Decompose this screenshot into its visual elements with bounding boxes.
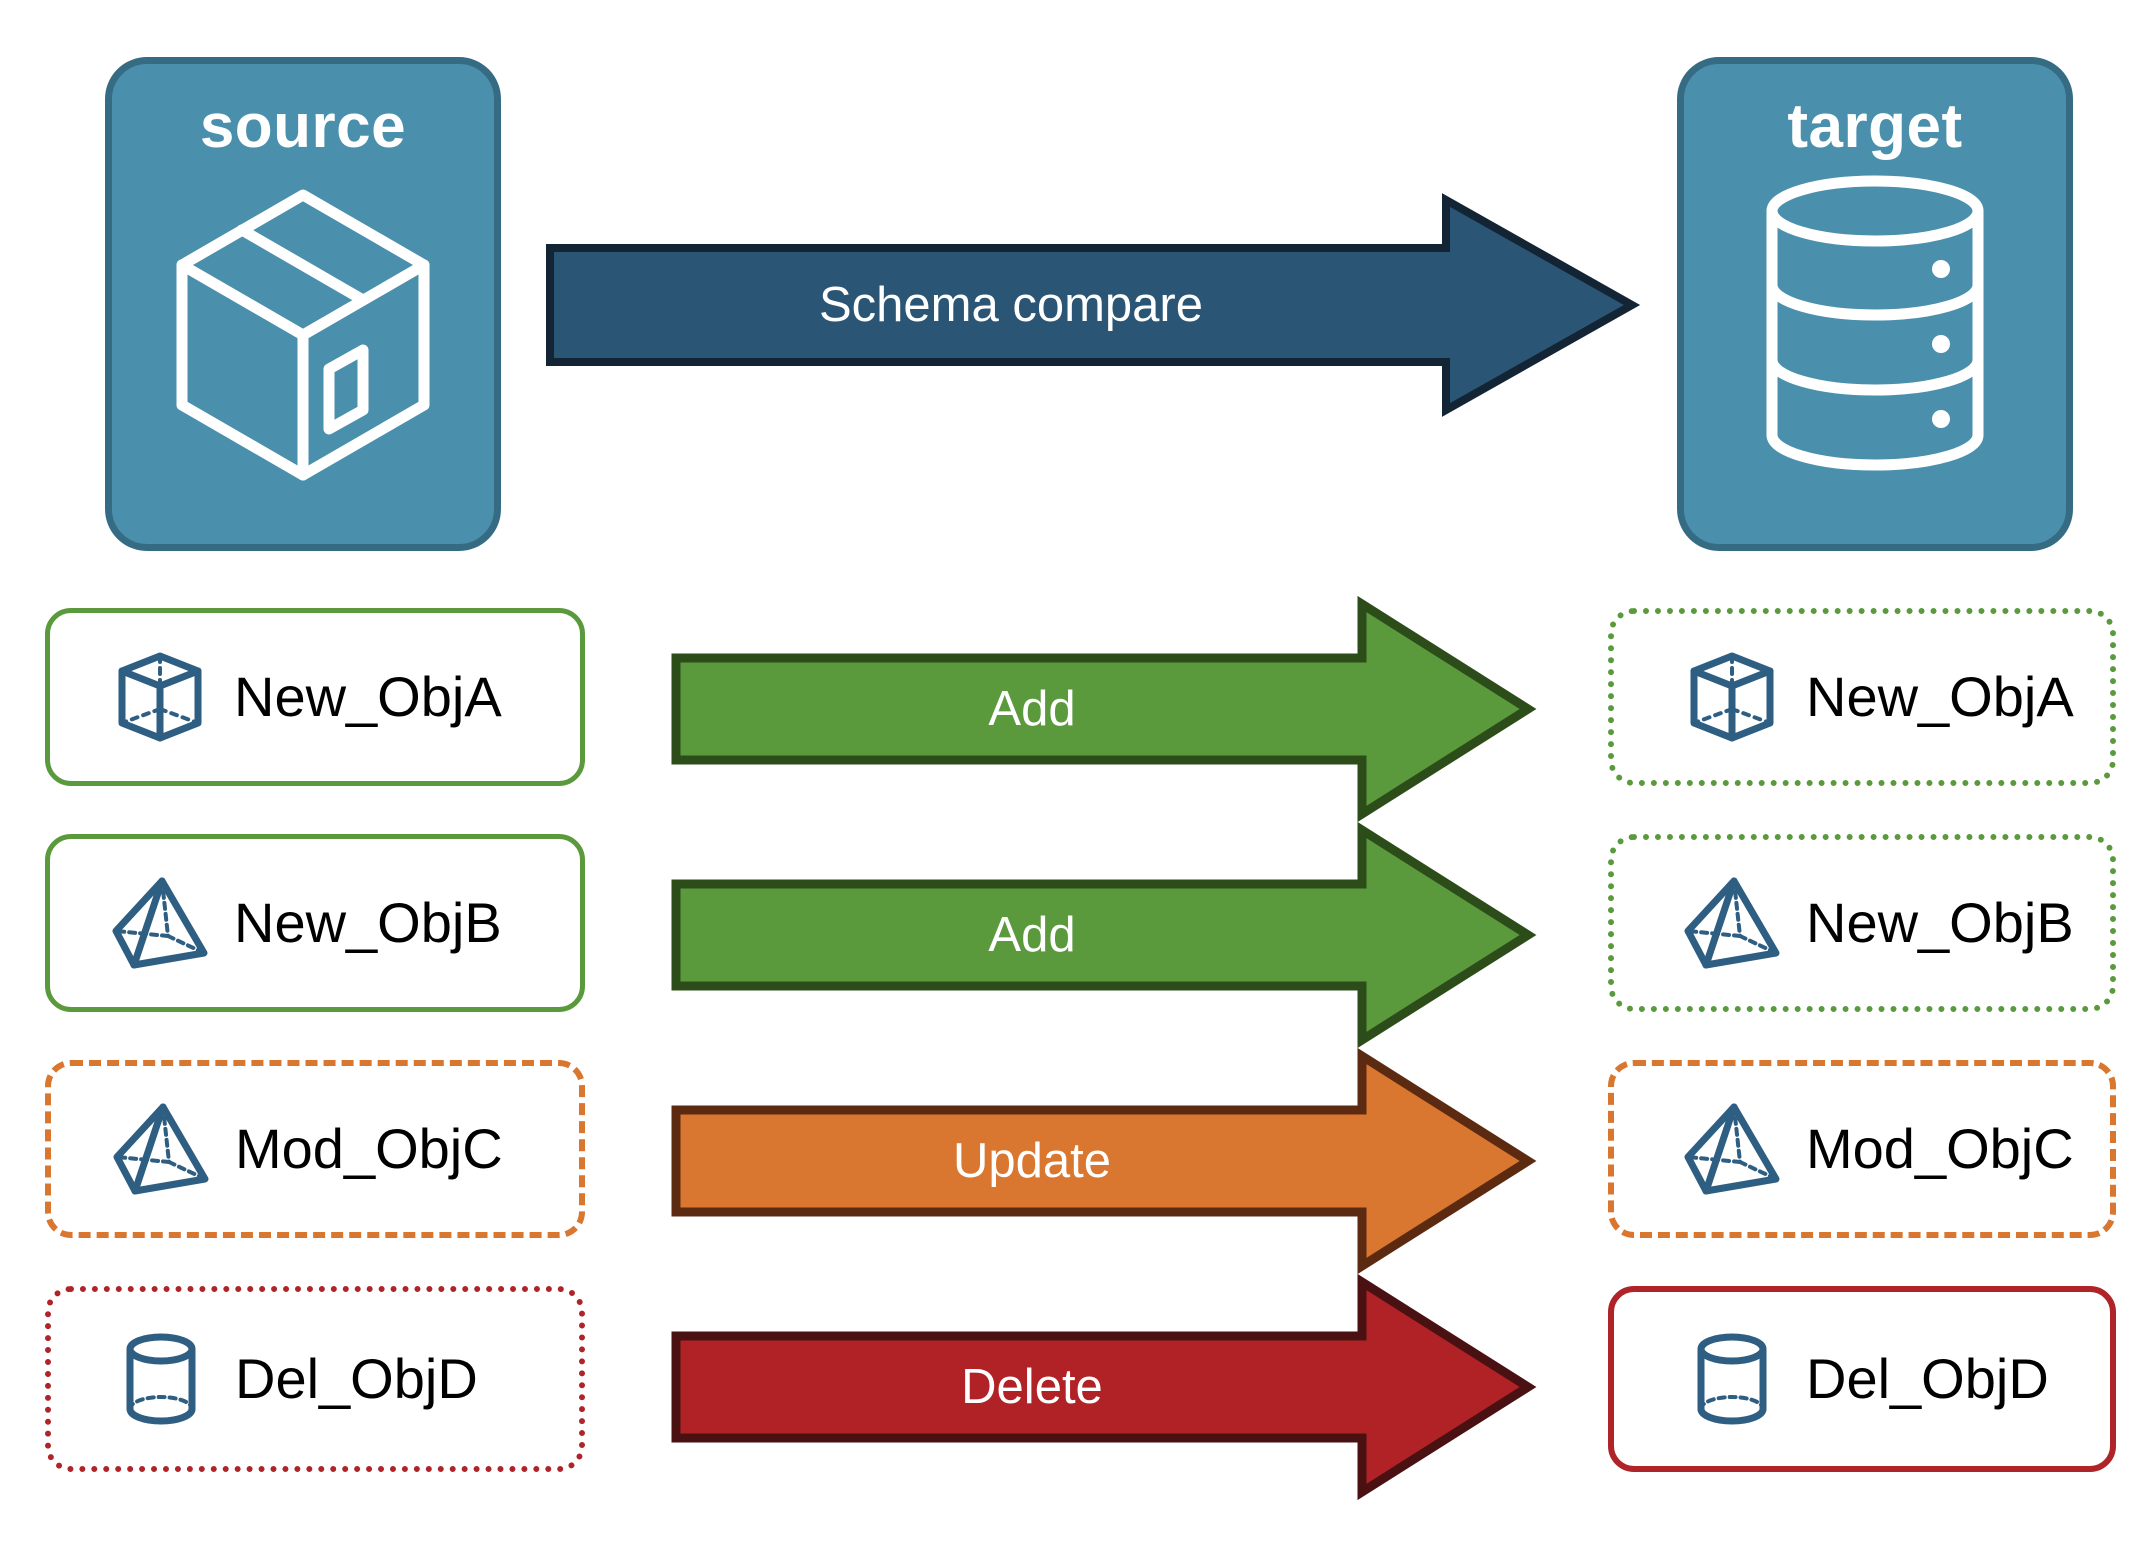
schema-compare-arrow[interactable]: Schema compare	[546, 193, 1641, 417]
right-arrow-icon	[671, 821, 1537, 1049]
source-title: source	[199, 92, 407, 161]
target-object-card[interactable]: New_ObjB	[1608, 834, 2116, 1012]
source-endpoint-card[interactable]: source	[105, 57, 501, 551]
source-object-card[interactable]: New_ObjA	[45, 608, 585, 786]
target-title: target	[1787, 92, 1963, 161]
source-object-label: Mod_ObjC	[235, 1117, 503, 1181]
source-object-card[interactable]: Mod_ObjC	[45, 1060, 585, 1238]
wireframe-cube-icon	[112, 649, 208, 745]
compare-row: New_ObjA Add New_ObjA	[0, 595, 2150, 823]
action-arrow-delete[interactable]: Delete	[671, 1273, 1537, 1501]
wireframe-cube-icon	[1684, 649, 1780, 745]
right-arrow-icon	[546, 193, 1641, 417]
source-object-card[interactable]: New_ObjB	[45, 834, 585, 1012]
compare-row: Del_ObjD Delete Del_ObjD	[0, 1273, 2150, 1501]
package-box-icon	[158, 173, 448, 493]
database-cylinder-icon	[1755, 173, 1995, 473]
source-object-card[interactable]: Del_ObjD	[45, 1286, 585, 1472]
wireframe-pyramid-icon	[112, 875, 208, 971]
action-arrow-add[interactable]: Add	[671, 821, 1537, 1049]
source-object-label: New_ObjB	[234, 891, 502, 955]
wireframe-cylinder-icon	[1684, 1331, 1780, 1427]
target-object-card[interactable]: Mod_ObjC	[1608, 1060, 2116, 1238]
target-object-label: Del_ObjD	[1806, 1347, 2049, 1411]
right-arrow-icon	[671, 1273, 1537, 1501]
target-object-label: New_ObjA	[1806, 665, 2074, 729]
target-object-label: Mod_ObjC	[1806, 1117, 2074, 1181]
wireframe-pyramid-icon	[1684, 1101, 1780, 1197]
action-arrow-update[interactable]: Update	[671, 1047, 1537, 1275]
compare-row: Mod_ObjC Update Mod_ObjC	[0, 1047, 2150, 1275]
wireframe-cylinder-icon	[113, 1331, 209, 1427]
wireframe-pyramid-icon	[1684, 875, 1780, 971]
target-endpoint-card[interactable]: target	[1677, 57, 2073, 551]
right-arrow-icon	[671, 595, 1537, 823]
compare-row: New_ObjB Add New_ObjB	[0, 821, 2150, 1049]
target-object-label: New_ObjB	[1806, 891, 2074, 955]
right-arrow-icon	[671, 1047, 1537, 1275]
target-object-card[interactable]: Del_ObjD	[1608, 1286, 2116, 1472]
source-object-label: Del_ObjD	[235, 1347, 478, 1411]
action-arrow-add[interactable]: Add	[671, 595, 1537, 823]
source-object-label: New_ObjA	[234, 665, 502, 729]
wireframe-pyramid-icon	[113, 1101, 209, 1197]
target-object-card[interactable]: New_ObjA	[1608, 608, 2116, 786]
